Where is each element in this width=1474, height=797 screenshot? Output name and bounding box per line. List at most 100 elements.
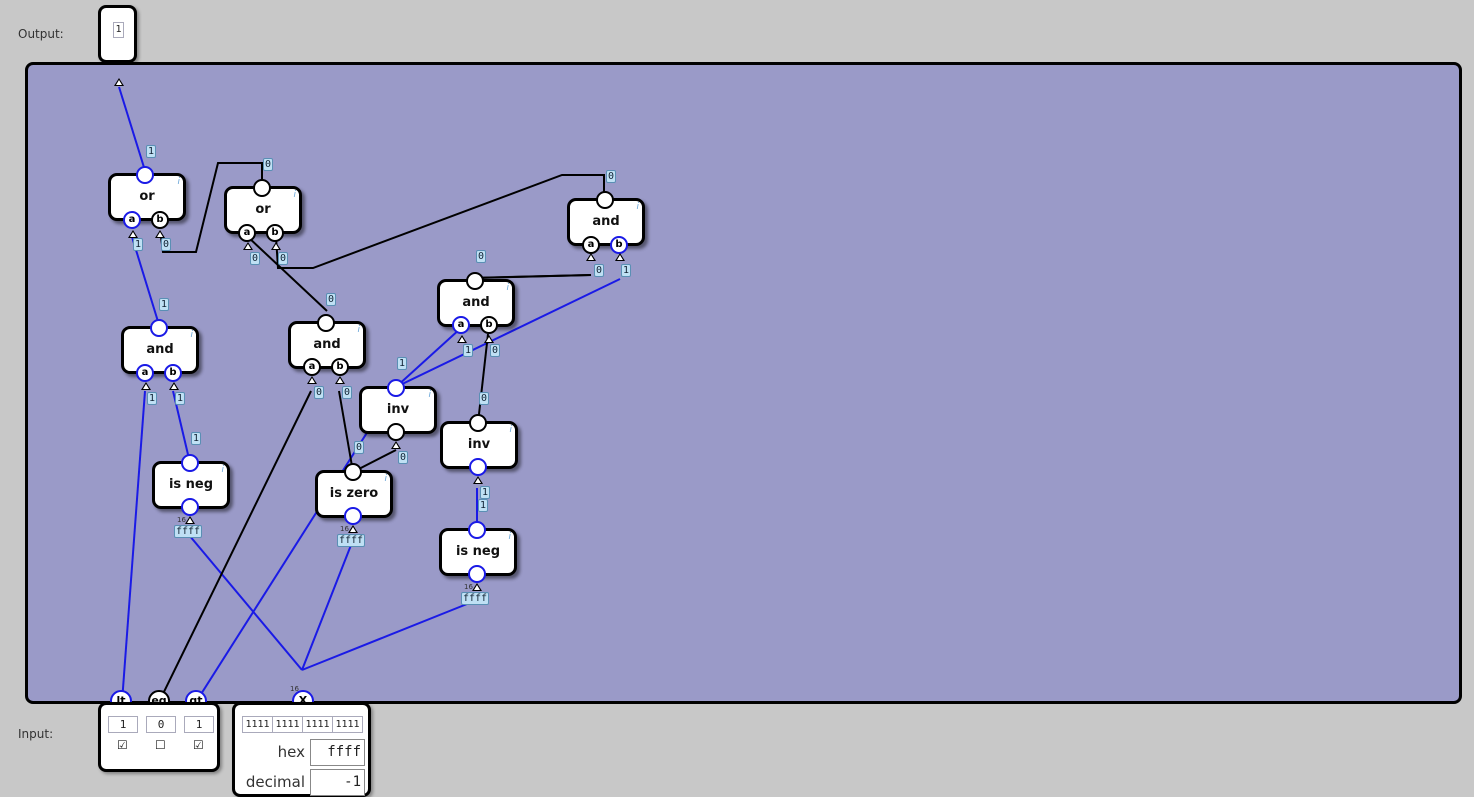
info-icon[interactable]: i: [177, 177, 180, 187]
gt-value[interactable]: 1: [184, 716, 214, 733]
x-bits-0[interactable]: 1111: [242, 716, 273, 733]
arrow: [348, 525, 358, 533]
isneg1-input-pin[interactable]: [181, 498, 199, 516]
andtop-output-pin[interactable]: [596, 191, 614, 209]
arrow: [185, 516, 195, 524]
bus-width: 16: [340, 525, 349, 533]
gate-name: or: [255, 201, 271, 217]
wire-value: 1: [463, 344, 474, 357]
arrow: [155, 230, 165, 238]
arrow: [472, 583, 482, 591]
info-icon[interactable]: i: [190, 330, 193, 340]
gate-name: is neg: [455, 543, 501, 559]
gate-name: and: [462, 294, 490, 310]
or-gate-2[interactable]: or i: [224, 186, 302, 234]
output-value: 1: [113, 22, 124, 38]
wire-value: 0: [326, 293, 337, 306]
bus-width: 16: [290, 685, 299, 693]
gate-name: is neg: [168, 476, 214, 492]
andleft-output-pin[interactable]: [150, 319, 168, 337]
andleft-input-a[interactable]: a: [136, 364, 154, 382]
isneg1-output-pin[interactable]: [181, 454, 199, 472]
iszero-output-pin[interactable]: [344, 463, 362, 481]
wire-value: 1: [397, 357, 408, 370]
wire-value: 0: [490, 344, 501, 357]
inv2-output-pin[interactable]: [469, 414, 487, 432]
decimal-label: decimal: [245, 773, 305, 791]
eq-value[interactable]: 0: [146, 716, 176, 733]
lt-checkbox[interactable]: ☑: [117, 738, 128, 752]
iszero-input-pin[interactable]: [344, 507, 362, 525]
inv1-output-pin[interactable]: [387, 379, 405, 397]
or1-output-pin[interactable]: [136, 166, 154, 184]
output-arrow: [114, 78, 124, 86]
gate-name: is zero: [329, 485, 379, 501]
inv2-input-pin[interactable]: [469, 458, 487, 476]
info-icon[interactable]: i: [293, 190, 296, 200]
andmid-input-b[interactable]: b: [480, 316, 498, 334]
gt-checkbox[interactable]: ☑: [193, 738, 204, 752]
circuit-canvas[interactable]: or i a b or i a b and i a b and i a b an…: [25, 62, 1462, 712]
info-icon[interactable]: i: [221, 465, 224, 475]
input-panel-flags: 1 0 1 ☑ ☐ ☑: [98, 702, 220, 772]
andcenter-input-b[interactable]: b: [331, 358, 349, 376]
info-icon[interactable]: i: [357, 325, 360, 335]
wire-value: 0: [278, 252, 289, 265]
wire-value: 0: [263, 158, 274, 171]
decimal-input[interactable]: -1: [310, 769, 365, 796]
info-icon[interactable]: i: [428, 390, 431, 400]
or1-input-b[interactable]: b: [151, 211, 169, 229]
info-icon[interactable]: i: [509, 425, 512, 435]
wire-value: 1: [621, 264, 632, 277]
andleft-input-b[interactable]: b: [164, 364, 182, 382]
wire-value: 0: [594, 264, 605, 277]
isneg2-input-pin[interactable]: [468, 565, 486, 583]
output-node[interactable]: 1: [98, 5, 137, 63]
wire-value: 0: [342, 386, 353, 399]
arrow: [243, 242, 253, 250]
wire-value: 0: [250, 252, 261, 265]
gate-name: and: [313, 336, 341, 352]
arrow: [169, 382, 179, 390]
gate-name: inv: [467, 436, 491, 452]
or1-input-a[interactable]: a: [123, 211, 141, 229]
wire-value: ffff: [174, 525, 203, 538]
wires: [118, 86, 621, 701]
lt-value[interactable]: 1: [108, 716, 138, 733]
info-icon[interactable]: i: [636, 202, 639, 212]
info-icon[interactable]: i: [508, 532, 511, 542]
wire-value: 1: [478, 499, 489, 512]
wire-value: ffff: [337, 534, 366, 547]
andtop-input-b[interactable]: b: [610, 236, 628, 254]
info-icon[interactable]: i: [384, 474, 387, 484]
arrow: [473, 476, 483, 484]
x-bits-1[interactable]: 1111: [272, 716, 303, 733]
wire-value: 0: [479, 392, 490, 405]
arrow: [484, 335, 494, 343]
wire-value: 0: [398, 451, 409, 464]
x-bits-3[interactable]: 1111: [332, 716, 363, 733]
info-icon[interactable]: i: [506, 283, 509, 293]
andmid-input-a[interactable]: a: [452, 316, 470, 334]
gate-name: and: [146, 341, 174, 357]
arrow: [307, 376, 317, 384]
andcenter-output-pin[interactable]: [317, 314, 335, 332]
isneg2-output-pin[interactable]: [468, 521, 486, 539]
or2-input-a[interactable]: a: [238, 224, 256, 242]
input-panel-x: 1111 1111 1111 1111 hex ffff decimal -1: [232, 702, 371, 797]
eq-checkbox[interactable]: ☐: [155, 738, 166, 752]
or2-input-b[interactable]: b: [266, 224, 284, 242]
hex-input[interactable]: ffff: [310, 739, 365, 766]
x-bits-2[interactable]: 1111: [302, 716, 333, 733]
andmid-output-pin[interactable]: [466, 272, 484, 290]
bus-width: 16: [177, 516, 186, 524]
wire-value: 1: [147, 392, 158, 405]
or2-output-pin[interactable]: [253, 179, 271, 197]
andtop-input-a[interactable]: a: [582, 236, 600, 254]
wire-value: 1: [146, 145, 157, 158]
andcenter-input-a[interactable]: a: [303, 358, 321, 376]
arrow: [615, 253, 625, 261]
wire-value: 1: [480, 486, 491, 499]
wire-value: 1: [191, 432, 202, 445]
inv1-input-pin[interactable]: [387, 423, 405, 441]
